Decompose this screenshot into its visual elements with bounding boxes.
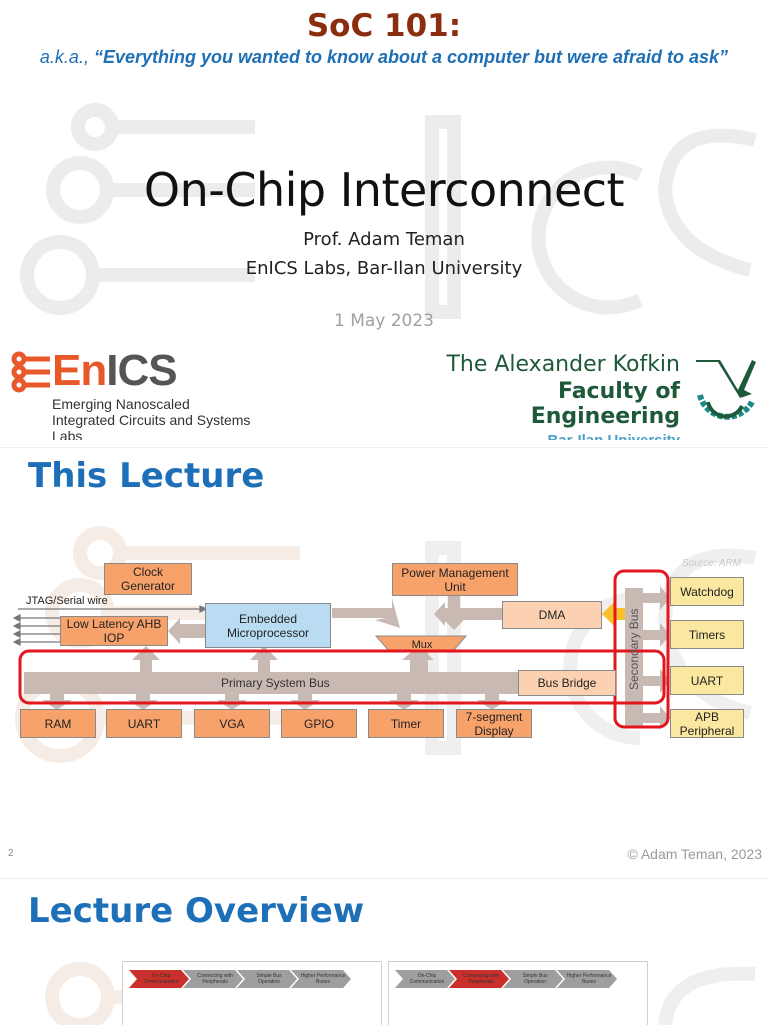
vga-block: VGA: [194, 709, 270, 738]
chevron-label: Higher Performance Buses: [566, 973, 612, 985]
timer-block: Timer: [368, 709, 444, 738]
enics-watermark: [15, 526, 757, 763]
embedded-microprocessor-block: Embedded Microprocessor: [205, 603, 331, 648]
gpio-block: GPIO: [281, 709, 357, 738]
course-subtitle: a.k.a., “Everything you wanted to know a…: [0, 47, 768, 68]
power-management-block: Power Management Unit: [392, 563, 518, 596]
title-slide: SoC 101: a.k.a., “Everything you wanted …: [0, 0, 768, 440]
chevron-row-icon: [129, 970, 351, 988]
source-note: Source: ARM: [682, 558, 742, 569]
chevron-label: Simple Bus Operation: [522, 973, 548, 985]
chevron-label: On-Chip Communication: [409, 973, 445, 985]
primary-bus-label: Primary System Bus: [221, 676, 330, 690]
block-diagram-connectors: [12, 569, 670, 730]
clock-generator-block: Clock Generator: [104, 563, 192, 595]
overview-thumbnail-1: On-Chip Communication Connecting with Pe…: [122, 961, 382, 1025]
course-title: SoC 101:: [306, 8, 462, 44]
slide-heading: This Lecture: [28, 456, 265, 496]
overview-thumbnail-2: On-Chip Communication Connecting with Pe…: [388, 961, 648, 1025]
faculty-line-2: Faculty of Engineering: [530, 379, 680, 429]
enics-tagline-2: Integrated Circuits and Systems Labs: [52, 412, 251, 440]
lecture-overview-slide: Lecture Overview On-Chip Communication C…: [0, 878, 768, 1025]
ram-block: RAM: [20, 709, 96, 738]
chevron-label: Higher Performance Buses: [300, 973, 346, 985]
jtag-label: JTAG/Serial wire: [26, 595, 108, 607]
page-number: 2: [8, 848, 14, 859]
chevron-label: Simple Bus Operation: [256, 973, 282, 985]
lab-affiliation: EnICS Labs, Bar-Ilan University: [245, 258, 523, 279]
faculty-logo-text: The Alexander Kofkin Faculty of Engineer…: [420, 352, 680, 440]
dma-block: DMA: [502, 601, 602, 629]
copyright: © Adam Teman, 2023: [627, 846, 762, 862]
author: Prof. Adam Teman: [303, 229, 465, 250]
apb-uart-block: UART: [670, 666, 744, 695]
low-latency-iop-block: Low Latency AHB IOP: [60, 616, 168, 646]
faculty-line-1: The Alexander Kofkin: [446, 352, 680, 377]
enics-logo: EnICS Emerging Nanoscaled Integrated Cir…: [10, 346, 280, 440]
slide-heading: Lecture Overview: [28, 891, 365, 931]
chevron-label: Connecting with Peripherals: [197, 973, 233, 985]
faculty-line-3: Bar-Ilan University: [420, 432, 680, 440]
chevron-label: Connecting with Peripherals: [463, 973, 499, 985]
aka-quote: “Everything you wanted to know about a c…: [93, 47, 729, 67]
uart-block: UART: [106, 709, 182, 738]
this-lecture-slide: This Lecture Source: ARM: [0, 447, 768, 872]
bar-ilan-logo-icon: [696, 360, 756, 420]
secondary-bus-label: Secondary Bus: [627, 608, 641, 690]
bus-bridge-block: Bus Bridge: [518, 670, 616, 696]
apb-timers-block: Timers: [670, 620, 744, 649]
lecture-date: 1 May 2023: [333, 311, 435, 331]
enics-tagline-1: Emerging Nanoscaled: [52, 396, 190, 412]
apb-peripheral-block: APB Peripheral: [670, 709, 744, 738]
enics-wordmark: EnICS: [52, 346, 178, 395]
lecture-title: On-Chip Interconnect: [143, 163, 625, 217]
seven-segment-block: 7-segment Display: [456, 709, 532, 738]
enics-symbol-icon: [11, 351, 50, 393]
chevron-label: On-Chip Communication: [143, 973, 179, 985]
watchdog-block: Watchdog: [670, 577, 744, 606]
mux-label: Mux: [411, 638, 433, 651]
aka-prefix: a.k.a.,: [39, 47, 94, 67]
chevron-row-icon: [395, 970, 617, 988]
